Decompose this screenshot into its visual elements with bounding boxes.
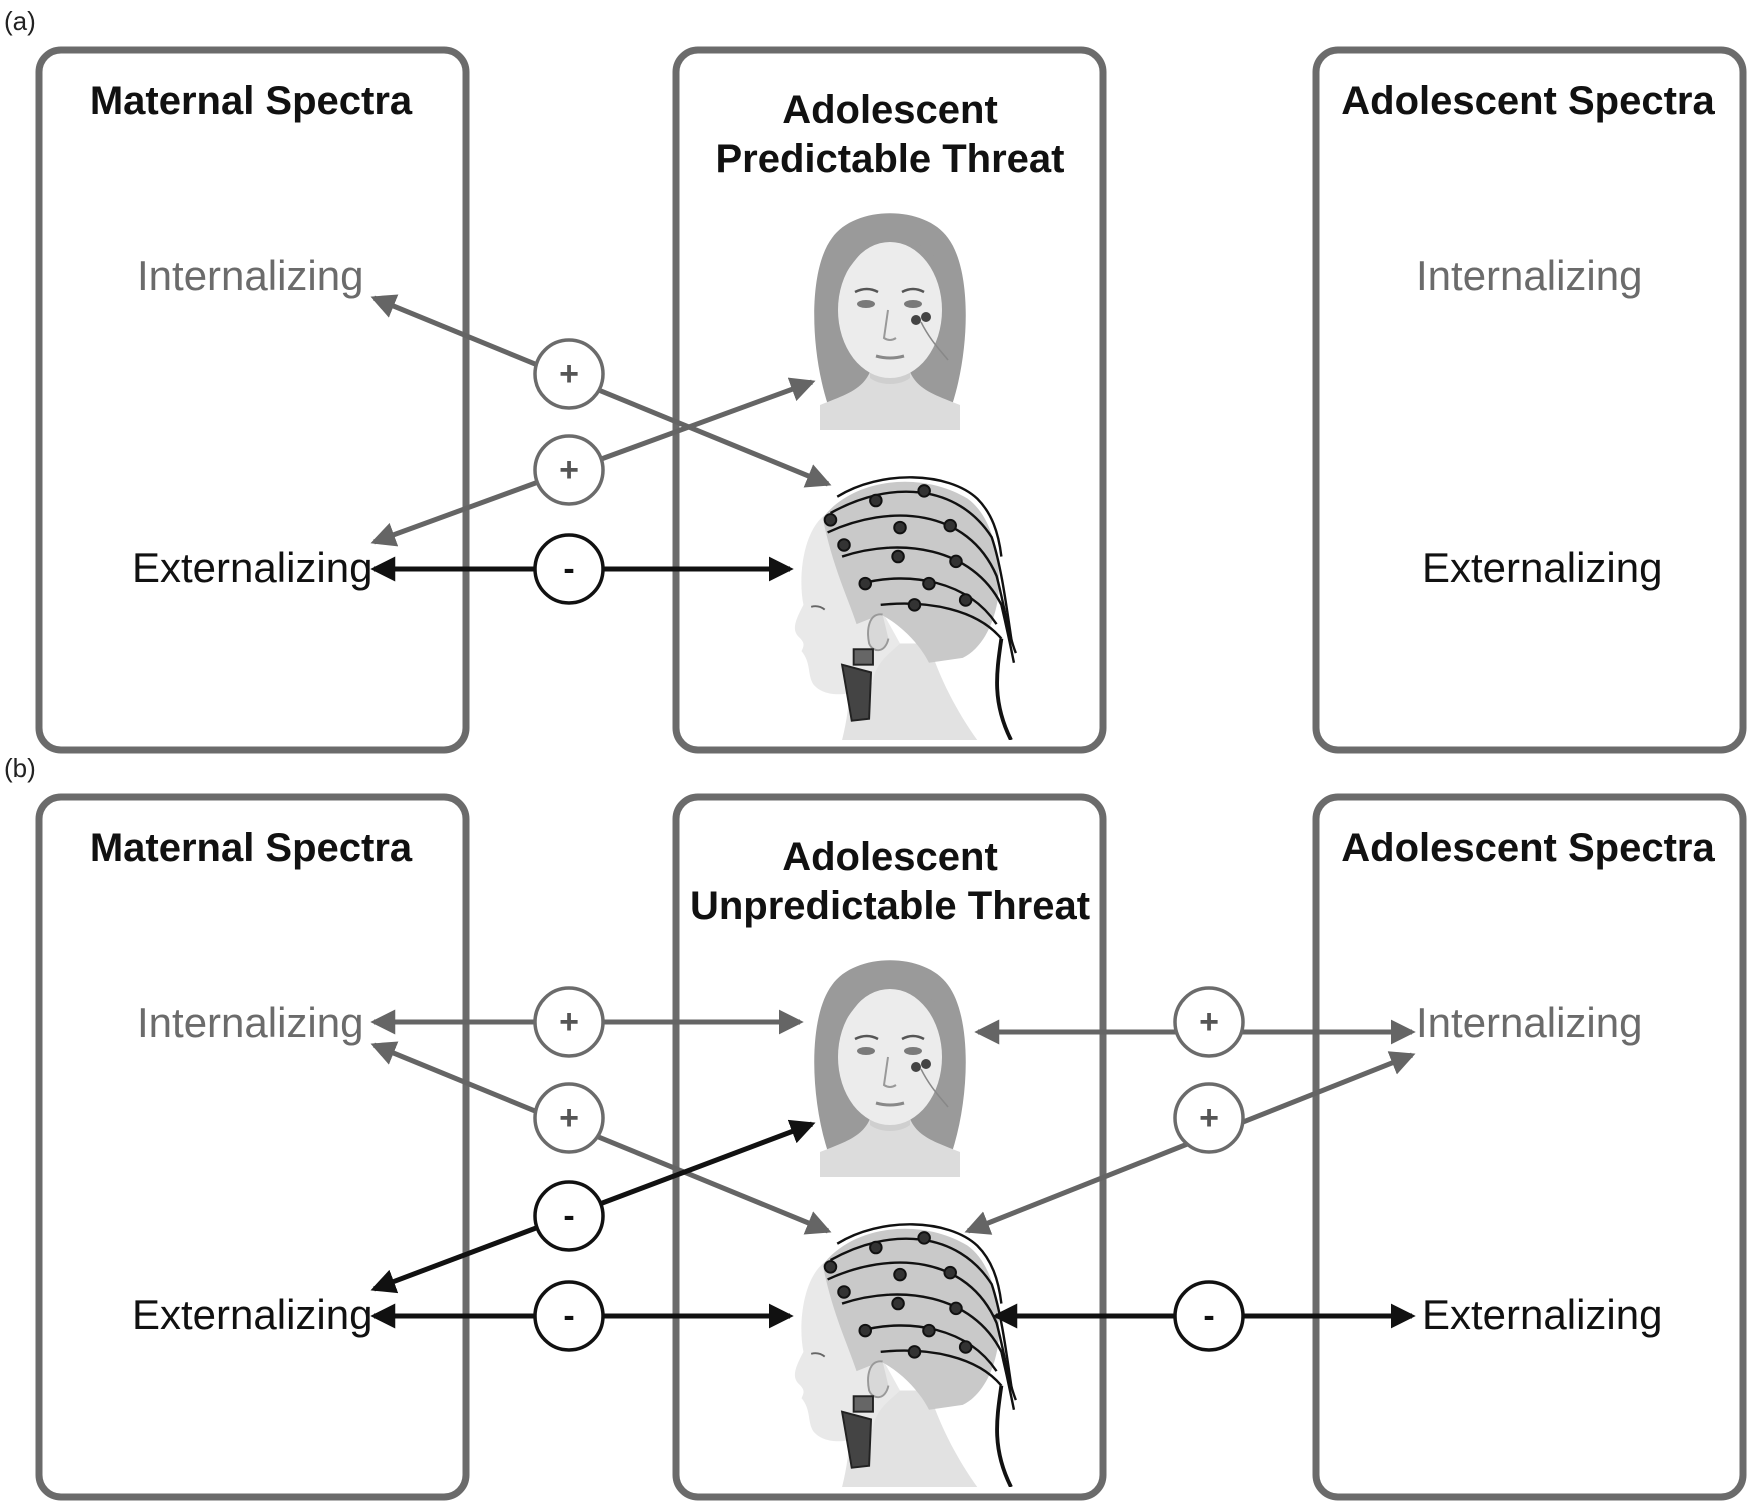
svg-text:-: - [563,1197,574,1235]
sign-negative-a3: - [533,533,605,605]
svg-text:+: + [559,1003,579,1041]
eeg-head-image-a [792,475,1018,740]
center-title-line1-a: Adolescent [782,88,998,132]
adolescent-externalizing-b: Externalizing [1422,1291,1662,1338]
maternal-title-b: Maternal Spectra [90,826,413,870]
maternal-externalizing-b: Externalizing [132,1291,372,1338]
maternal-box-a [35,46,470,754]
sign-negative-b3: - [533,1180,605,1252]
sign-positive-b1: + [533,986,605,1058]
maternal-externalizing-a: Externalizing [132,544,372,591]
svg-text:+: + [1199,1003,1219,1041]
startle-face-image-a [812,211,968,432]
svg-text:+: + [559,1099,579,1137]
sign-negative-b4: - [533,1280,605,1352]
svg-text:-: - [563,1297,574,1335]
panel-a: (a) Maternal Spectra Adolescent Predicta… [4,6,1747,754]
svg-text:+: + [559,451,579,489]
sign-positive-b6: + [1173,1082,1245,1154]
adolescent-externalizing-a: Externalizing [1422,544,1662,591]
panel-label-a: (a) [4,6,36,36]
adolescent-title-a: Adolescent Spectra [1341,79,1715,123]
maternal-internalizing-b: Internalizing [137,999,363,1046]
sign-positive-b2: + [533,1082,605,1154]
sign-positive-a2: + [533,434,605,506]
eeg-head-image-b [792,1222,1018,1487]
adolescent-internalizing-a: Internalizing [1416,252,1642,299]
svg-text:-: - [563,550,574,588]
adolescent-box-b [1312,793,1747,1501]
svg-text:+: + [559,355,579,393]
panel-label-b: (b) [4,753,36,783]
sign-positive-a1: + [533,338,605,410]
adolescent-box-a [1312,46,1747,754]
maternal-box-b [35,793,470,1501]
adolescent-title-b: Adolescent Spectra [1341,826,1715,870]
svg-text:-: - [1203,1297,1214,1335]
maternal-title-a: Maternal Spectra [90,79,413,123]
sign-negative-b7: - [1173,1280,1245,1352]
adolescent-internalizing-b: Internalizing [1416,999,1642,1046]
svg-text:+: + [1199,1099,1219,1137]
center-title-line1-b: Adolescent [782,835,998,879]
sign-positive-b5: + [1173,986,1245,1058]
center-title-line2-b: Unpredictable Threat [690,884,1090,928]
center-title-line2-a: Predictable Threat [715,137,1064,181]
maternal-internalizing-a: Internalizing [137,252,363,299]
startle-face-image-b [812,958,968,1179]
panel-b: (b) Maternal Spectra Adolescent Unpredic… [4,753,1747,1501]
